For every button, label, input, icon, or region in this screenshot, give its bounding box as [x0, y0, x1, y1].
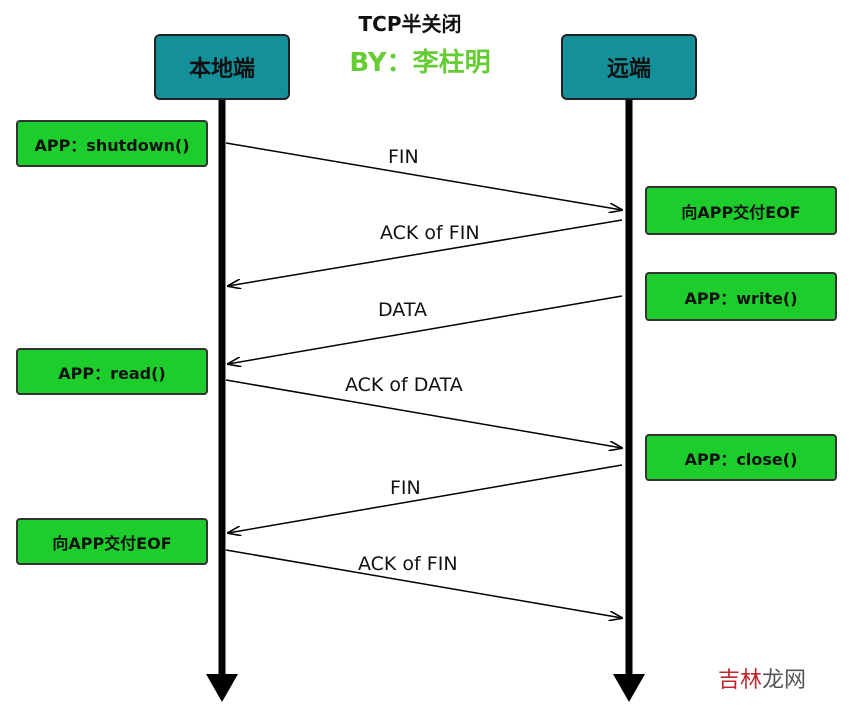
local-note-read: APP：read()	[16, 348, 208, 395]
message-label-ack-of-data: ACK of DATA	[345, 374, 463, 396]
remote-note-write: APP：write()	[645, 272, 837, 321]
message-arrow-ack-of-fin-2	[225, 549, 622, 618]
message-arrow-ack-of-data	[225, 379, 622, 448]
remote-note-deliver-eof: 向APP交付EOF	[645, 186, 837, 235]
remote-endpoint-box: 远端	[561, 34, 697, 100]
local-endpoint-box: 本地端	[154, 34, 290, 100]
message-label-ack-of-fin-2: ACK of FIN	[358, 553, 458, 575]
watermark-part-2: 龙网	[762, 668, 807, 693]
local-note-deliver-eof: 向APP交付EOF	[16, 518, 208, 565]
remote-note-close: APP：close()	[645, 434, 837, 481]
message-label-fin-1: FIN	[388, 146, 419, 168]
message-label-ack-of-fin-1: ACK of FIN	[380, 222, 480, 244]
site-watermark: 吉林龙网	[718, 662, 806, 694]
message-arrow-data	[228, 295, 623, 364]
watermark-part-1: 吉林	[718, 668, 763, 693]
remote-lifeline-arrowhead	[613, 674, 645, 702]
message-arrow-fin-1	[225, 142, 622, 210]
message-label-fin-2: FIN	[390, 477, 421, 499]
local-lifeline-arrowhead	[206, 674, 238, 702]
diagram-title: TCP半关闭	[358, 12, 462, 36]
message-arrow-fin-2	[228, 464, 623, 533]
local-note-shutdown: APP：shutdown()	[16, 120, 208, 167]
message-arrow-ack-of-fin-1	[228, 219, 623, 286]
author-byline: BY：李柱明	[349, 48, 491, 78]
message-label-data: DATA	[378, 299, 427, 321]
